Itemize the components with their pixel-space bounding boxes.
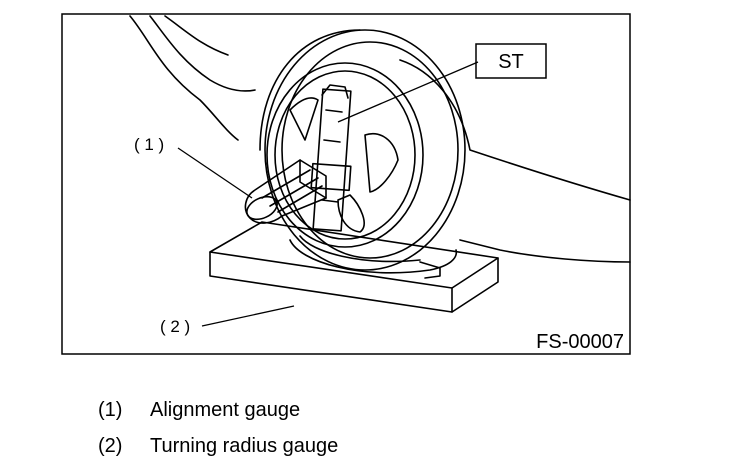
callout-1-label: ( 1 ) [134, 135, 164, 154]
st-label-box [475, 43, 547, 79]
legend-number: (2) [98, 435, 123, 457]
callout-2-leader [201, 305, 295, 327]
turning-radius-gauge [209, 221, 499, 313]
illustration [129, 15, 631, 313]
wheel-rim [266, 62, 424, 248]
callout-2-label: ( 2 ) [160, 317, 190, 336]
special-tool-bracket [312, 88, 352, 232]
figure-code: FS-00007 [536, 331, 624, 353]
legend-text: Turning radius gauge [150, 435, 339, 457]
legend-number: (1) [98, 399, 123, 421]
st-leader-line [337, 61, 479, 123]
alignment-gauge [244, 159, 327, 224]
legend-item-1: (1) Alignment gauge [98, 398, 300, 422]
tire [264, 29, 466, 271]
legend-text: Alignment gauge [150, 399, 301, 421]
callout-1-leader [177, 147, 253, 199]
figure-frame [61, 13, 631, 355]
legend-item-2: (2) Turning radius gauge [98, 434, 338, 458]
vehicle-fender [129, 15, 239, 141]
st-label: ST [498, 51, 524, 73]
